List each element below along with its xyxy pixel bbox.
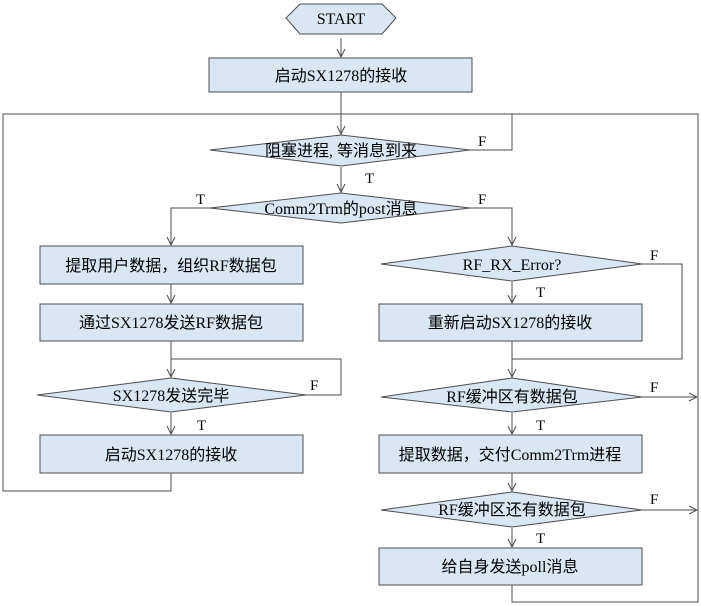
- branch-labels: F T T F F T F T F T F T: [196, 134, 658, 547]
- send-done-decision: SX1278发送完毕: [36, 377, 307, 413]
- svg-text:阻塞进程, 等消息到来: 阻塞进程, 等消息到来: [265, 142, 417, 160]
- svg-text:Comm2Trm的post消息: Comm2Trm的post消息: [264, 200, 417, 218]
- buffer-still-has-decision: RF缓冲区还有数据包: [380, 491, 643, 528]
- label-f-send-done: F: [310, 378, 318, 394]
- svg-text:RF_RX_Error?: RF_RX_Error?: [463, 257, 562, 274]
- wait-message-decision: 阻塞进程, 等消息到来: [209, 134, 471, 167]
- label-t-send-done: T: [197, 418, 206, 434]
- post-message-decision: Comm2Trm的post消息: [209, 192, 471, 224]
- svg-text:启动SX1278的接收: 启动SX1278的接收: [105, 446, 237, 464]
- init-rx-box: 启动SX1278的接收: [208, 57, 473, 93]
- svg-text:RF缓冲区有数据包: RF缓冲区有数据包: [446, 388, 578, 406]
- label-f-buffer: F: [650, 380, 658, 396]
- label-t-buffer-still: T: [536, 531, 545, 547]
- send-poll-box: 给自身发送poll消息: [378, 547, 643, 586]
- svg-text:启动SX1278的接收: 启动SX1278的接收: [275, 67, 407, 85]
- svg-text:重新启动SX1278的接收: 重新启动SX1278的接收: [428, 314, 592, 332]
- send-packet-box: 通过SX1278发送RF数据包: [39, 303, 304, 342]
- svg-text:给自身发送poll消息: 给自身发送poll消息: [442, 558, 579, 576]
- rx-error-decision: RF_RX_Error?: [380, 245, 643, 282]
- svg-text:提取数据，交付Comm2Trm进程: 提取数据，交付Comm2Trm进程: [399, 446, 622, 464]
- label-f-post: F: [478, 192, 486, 208]
- label-t-buffer: T: [536, 418, 545, 434]
- buffer-has-packet-decision: RF缓冲区有数据包: [380, 377, 643, 413]
- svg-text:SX1278发送完毕: SX1278发送完毕: [113, 387, 229, 405]
- fetch-user-data-box: 提取用户数据，组织RF数据包: [39, 245, 304, 285]
- svg-text:通过SX1278发送RF数据包: 通过SX1278发送RF数据包: [79, 314, 263, 332]
- label-f-buffer-still: F: [650, 492, 658, 508]
- label-t-wait: T: [365, 171, 374, 187]
- svg-text:RF缓冲区还有数据包: RF缓冲区还有数据包: [438, 501, 586, 519]
- connectors: [2, 38, 699, 603]
- svg-text:提取用户数据，组织RF数据包: 提取用户数据，组织RF数据包: [65, 257, 277, 275]
- restart-rx-left-box: 启动SX1278的接收: [39, 434, 304, 474]
- start-node: START: [285, 3, 397, 35]
- svg-text:START: START: [317, 11, 366, 28]
- label-f-rx-error: F: [650, 248, 658, 264]
- deliver-data-box: 提取数据，交付Comm2Trm进程: [378, 434, 643, 474]
- restart-rx-right-box: 重新启动SX1278的接收: [378, 303, 643, 342]
- label-f-wait: F: [478, 134, 486, 150]
- label-t-rx-error: T: [536, 285, 545, 301]
- label-t-post: T: [196, 192, 205, 208]
